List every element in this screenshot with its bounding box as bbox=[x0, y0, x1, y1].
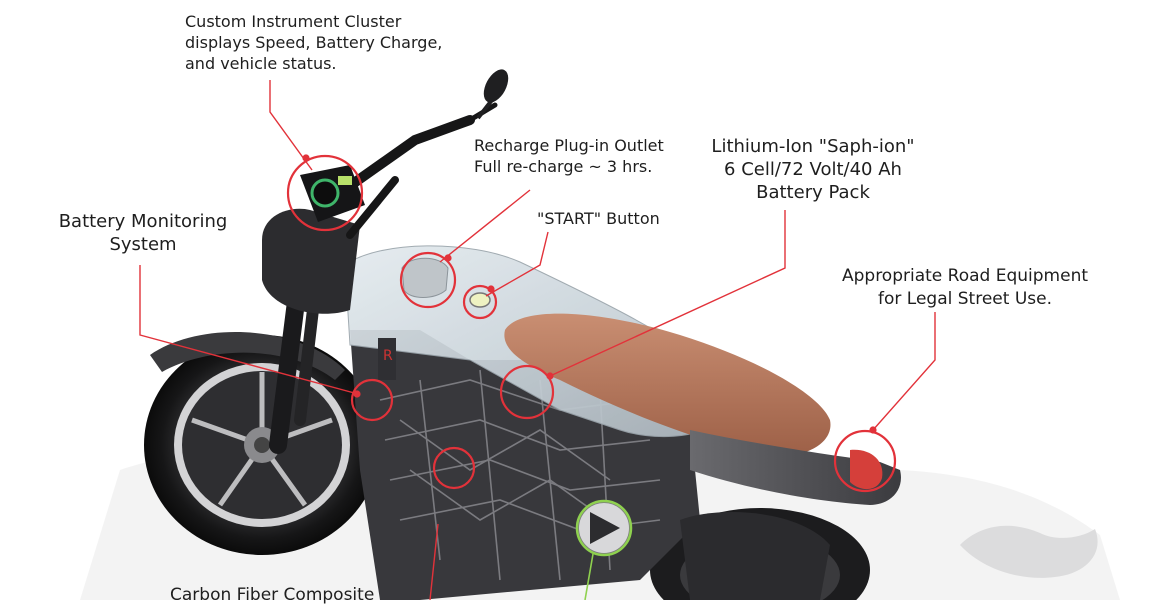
dot-battery bbox=[546, 372, 554, 380]
ring-start bbox=[462, 284, 498, 320]
mirror-stem bbox=[476, 98, 494, 120]
instrument-cluster bbox=[300, 165, 365, 222]
dot-cluster bbox=[302, 154, 310, 162]
callout-plug-line: Full re-charge ~ 3 hrs. bbox=[474, 157, 653, 176]
dot-road bbox=[869, 426, 877, 434]
callout-bms-line: Battery Monitoring bbox=[58, 211, 228, 232]
callout-cluster-line: Custom Instrument Cluster bbox=[185, 12, 402, 31]
callout-start-line: "START" Button bbox=[537, 209, 660, 228]
brand-mark: R bbox=[383, 348, 393, 364]
callout-carbon-label: Carbon Fiber Composite bbox=[170, 584, 374, 606]
callout-battery-line: 6 Cell/72 Volt/40 Ah bbox=[724, 159, 902, 180]
ring-bms bbox=[350, 378, 394, 422]
headlight-cowl bbox=[262, 208, 360, 314]
callout-road-line: Appropriate Road Equipment bbox=[841, 266, 1089, 286]
ring-carbon bbox=[432, 446, 476, 490]
leader-carbon bbox=[429, 523, 439, 600]
ring-cluster bbox=[286, 154, 364, 232]
front-wheel bbox=[144, 335, 380, 555]
callout-cluster-line: and vehicle status. bbox=[185, 54, 337, 73]
tail-light bbox=[850, 449, 883, 490]
callout-rings bbox=[286, 154, 897, 493]
brand-plate bbox=[378, 338, 396, 380]
leader-start bbox=[485, 231, 549, 297]
dot-start bbox=[487, 285, 495, 293]
callout-bms-line: System bbox=[109, 234, 177, 255]
leader-battery bbox=[549, 210, 786, 377]
rear-hub bbox=[680, 512, 830, 600]
callout-battery-line: Lithium-Ion "Saph-ion" bbox=[711, 136, 915, 157]
start-button bbox=[469, 292, 491, 308]
callout-carbon-line: Carbon Fiber Composite bbox=[170, 585, 375, 605]
callout-battery-line: Battery Pack bbox=[756, 182, 870, 203]
dot-plug bbox=[444, 254, 452, 262]
plug-outlet-cap bbox=[401, 257, 449, 298]
callout-cluster-line: displays Speed, Battery Charge, bbox=[185, 33, 443, 52]
callout-plug-line: Recharge Plug-in Outlet bbox=[474, 136, 664, 155]
callout-bms-label: Battery Monitoring System bbox=[45, 210, 241, 256]
callout-leaders bbox=[139, 80, 936, 600]
callout-cluster-label: Custom Instrument Cluster displays Speed… bbox=[185, 11, 442, 74]
callout-road-label: Appropriate Road Equipment for Legal Str… bbox=[822, 265, 1108, 311]
leader-bms bbox=[139, 265, 359, 395]
ring-road bbox=[833, 429, 897, 493]
leader-road bbox=[872, 312, 936, 431]
mirror bbox=[483, 69, 509, 103]
leader-motor bbox=[584, 553, 594, 600]
callout-start-label: "START" Button bbox=[537, 208, 660, 230]
dot-bms bbox=[353, 390, 361, 398]
callout-battery-label: Lithium-Ion "Saph-ion" 6 Cell/72 Volt/40… bbox=[700, 135, 926, 204]
ring-battery bbox=[499, 364, 555, 420]
callout-road-line: for Legal Street Use. bbox=[878, 289, 1052, 309]
callout-dots bbox=[302, 154, 877, 434]
leader-cluster bbox=[269, 80, 313, 171]
callout-plug-label: Recharge Plug-in Outlet Full re-charge ~… bbox=[474, 135, 664, 177]
leader-plug bbox=[439, 189, 531, 263]
ring-plug bbox=[399, 251, 457, 309]
ring-motor bbox=[575, 499, 633, 557]
seat bbox=[504, 313, 831, 456]
motor bbox=[577, 501, 631, 555]
